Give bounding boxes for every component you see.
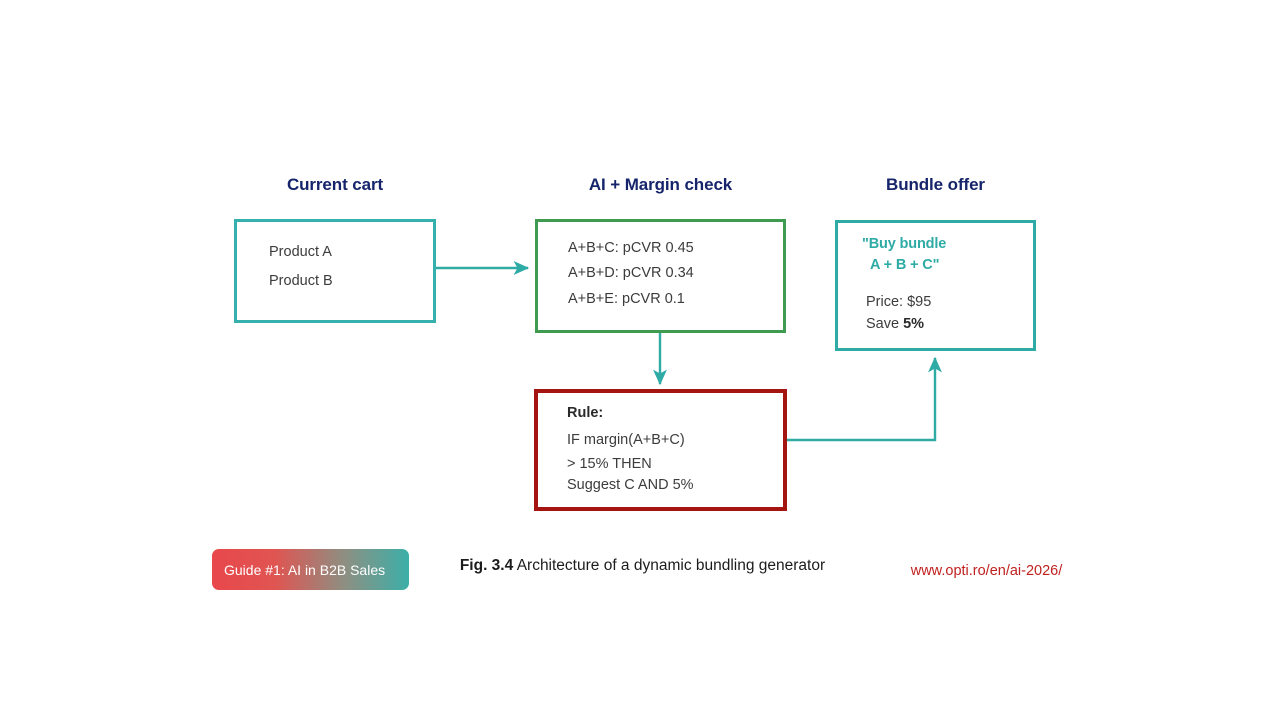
- rule-box: [534, 389, 787, 511]
- figure-caption: Fig. 3.4 Architecture of a dynamic bundl…: [455, 555, 830, 576]
- bundle-offer-save: Save 5%: [866, 316, 924, 332]
- ai-candidate-abe: A+B+E: pCVR 0.1: [568, 291, 685, 307]
- source-url-link[interactable]: www.opti.ro/en/ai-2026/: [910, 563, 1063, 579]
- bundle-save-prefix: Save: [866, 316, 904, 332]
- arrow-rule-to-bundle: [787, 356, 942, 442]
- bundle-offer-price: Price: $95: [866, 294, 932, 310]
- rule-box-label: Rule:: [567, 405, 604, 421]
- column-heading-ai-margin-check: AI + Margin check: [588, 175, 733, 194]
- rule-condition-line-2: > 15% THEN: [567, 456, 652, 472]
- bundle-offer-box: [835, 220, 1036, 351]
- current-cart-box: [234, 219, 436, 323]
- figure-number: Fig. 3.4: [459, 557, 514, 574]
- rule-action-line: Suggest C AND 5%: [567, 477, 694, 493]
- cart-item-product-a: Product A: [269, 244, 332, 260]
- rule-condition-line-1: IF margin(A+B+C): [567, 432, 685, 448]
- guide-badge[interactable]: Guide #1: AI in B2B Sales: [212, 549, 409, 590]
- ai-margin-check-box: [535, 219, 786, 333]
- bundle-offer-title-line-1: "Buy bundle: [862, 236, 947, 252]
- figure-caption-text: Architecture of a dynamic bundling gener…: [516, 557, 826, 574]
- bundle-save-value: 5%: [903, 316, 925, 332]
- ai-candidate-abc: A+B+C: pCVR 0.45: [568, 240, 694, 256]
- cart-item-product-b: Product B: [269, 273, 333, 289]
- bundle-offer-title-line-2: A + B + C": [870, 257, 940, 273]
- ai-candidate-abd: A+B+D: pCVR 0.34: [568, 265, 694, 281]
- column-heading-bundle-offer: Bundle offer: [886, 175, 985, 194]
- column-heading-current-cart: Current cart: [286, 175, 384, 194]
